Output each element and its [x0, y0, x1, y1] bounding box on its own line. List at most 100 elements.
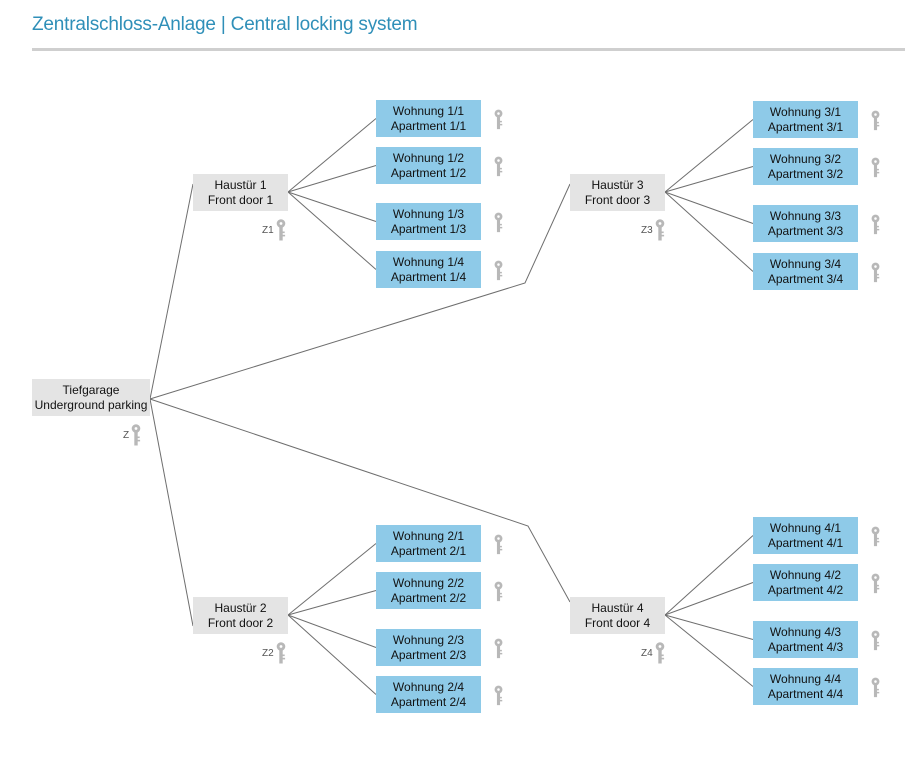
connector-door-1-apartment-2: [287, 165, 377, 193]
node-apartment-2-3-label-en: Apartment 2/3: [390, 647, 467, 662]
node-apartment-3-2-label-en: Apartment 3/2: [767, 166, 844, 181]
connector-door-3-apartment-4: [664, 191, 754, 272]
connector-root-door-1: [149, 183, 194, 400]
key-icon: [493, 156, 504, 177]
key-group-door-4-label: Z4: [641, 647, 653, 659]
node-apartment-2-1-label-en: Apartment 2/1: [390, 543, 467, 558]
node-apartment-4-2-label-de: Wohnung 4/2: [769, 568, 842, 582]
node-apartment-3-1-label-en: Apartment 3/1: [767, 119, 844, 134]
key-icon: [870, 573, 881, 594]
key-group-door-3-label: Z3: [641, 224, 653, 236]
key-group-apartment-3-3: [870, 214, 881, 235]
node-apartment-3-3-label-en: Apartment 3/3: [767, 223, 844, 238]
node-apartment-3-2-label-de: Wohnung 3/2: [769, 152, 842, 166]
connector-door-4-apartment-4: [664, 614, 754, 687]
key-group-apartment-4-1: [870, 526, 881, 547]
key-icon: [654, 642, 666, 664]
node-apartment-2-2-label-de: Wohnung 2/2: [392, 576, 465, 590]
connector-door-3-apartment-1: [664, 119, 754, 193]
node-apartment-1-4-label-en: Apartment 1/4: [390, 269, 467, 284]
node-apartment-1-1-label-en: Apartment 1/1: [390, 118, 467, 133]
key-icon: [870, 526, 881, 547]
node-front-door-4-label-en: Front door 4: [584, 615, 651, 630]
key-group-door-3: Z3: [641, 219, 666, 241]
key-group-root-label: Z: [123, 429, 130, 441]
node-apartment-3-4-label-de: Wohnung 3/4: [769, 257, 842, 271]
key-icon: [493, 638, 504, 659]
connector-door-1-apartment-3: [287, 191, 377, 222]
key-group-door-1-label: Z1: [262, 224, 274, 236]
node-front-door-3-label-de: Haustür 3: [591, 178, 644, 192]
node-apartment-4-1-label-en: Apartment 4/1: [767, 535, 844, 550]
key-group-apartment-4-2: [870, 573, 881, 594]
key-group-apartment-1-3: [493, 212, 504, 233]
node-apartment-4-2-label-en: Apartment 4/2: [767, 582, 844, 597]
key-group-door-2-label: Z2: [262, 647, 274, 659]
key-icon: [493, 685, 504, 706]
key-icon: [130, 424, 142, 446]
key-icon: [654, 219, 666, 241]
key-group-apartment-4-4: [870, 677, 881, 698]
page-title: Zentralschloss-Anlage | Central locking …: [32, 14, 418, 35]
node-apartment-3-1-label-de: Wohnung 3/1: [769, 105, 842, 119]
connector-door-2-apartment-4: [287, 614, 377, 695]
key-group-apartment-3-2: [870, 157, 881, 178]
connector-door-2-apartment-3: [287, 614, 377, 648]
key-group-root: Z: [123, 424, 142, 446]
node-underground-parking-label-de: Tiefgarage: [62, 383, 120, 397]
key-icon: [493, 260, 504, 281]
node-apartment-3-4-label-en: Apartment 3/4: [767, 271, 844, 286]
key-group-apartment-2-1: [493, 534, 504, 555]
key-group-apartment-3-1: [870, 110, 881, 131]
node-front-door-2-label-de: Haustür 2: [214, 601, 267, 615]
key-icon: [493, 534, 504, 555]
key-group-apartment-1-1: [493, 109, 504, 130]
connector-door-2-apartment-1: [287, 543, 377, 616]
connector-door-4-apartment-2: [664, 582, 754, 616]
connector-root-door-4: [149, 398, 571, 603]
key-icon: [870, 630, 881, 651]
key-group-door-2: Z2: [262, 642, 287, 664]
node-front-door-1-label-de: Haustür 1: [214, 178, 267, 192]
connector-door-4-apartment-3: [664, 614, 754, 640]
connector-root-door-3: [149, 183, 571, 400]
node-apartment-4-4-label-de: Wohnung 4/4: [769, 672, 842, 686]
node-front-door-2-label-en: Front door 2: [207, 615, 274, 630]
key-icon: [275, 642, 287, 664]
node-apartment-3-3-label-de: Wohnung 3/3: [769, 209, 842, 223]
key-icon: [275, 219, 287, 241]
connector-door-4-apartment-1: [664, 535, 754, 616]
node-apartment-4-1-label-de: Wohnung 4/1: [769, 521, 842, 535]
key-icon: [493, 109, 504, 130]
key-group-apartment-4-3: [870, 630, 881, 651]
key-group-apartment-2-2: [493, 581, 504, 602]
node-front-door-4-label-de: Haustür 4: [591, 601, 644, 615]
key-group-apartment-1-2: [493, 156, 504, 177]
node-front-door-3-label-en: Front door 3: [584, 192, 651, 207]
key-group-door-4: Z4: [641, 642, 666, 664]
node-front-door-1-label-en: Front door 1: [207, 192, 274, 207]
key-icon: [870, 262, 881, 283]
connector-door-1-apartment-4: [287, 191, 377, 270]
connector-door-1-apartment-1: [287, 118, 377, 193]
connector-root-door-2: [149, 398, 194, 627]
node-underground-parking-label-en: Underground parking: [34, 397, 148, 412]
node-apartment-2-4-label-en: Apartment 2/4: [390, 694, 467, 709]
connector-door-3-apartment-2: [664, 166, 754, 193]
node-apartment-1-2-label-en: Apartment 1/2: [390, 165, 467, 180]
